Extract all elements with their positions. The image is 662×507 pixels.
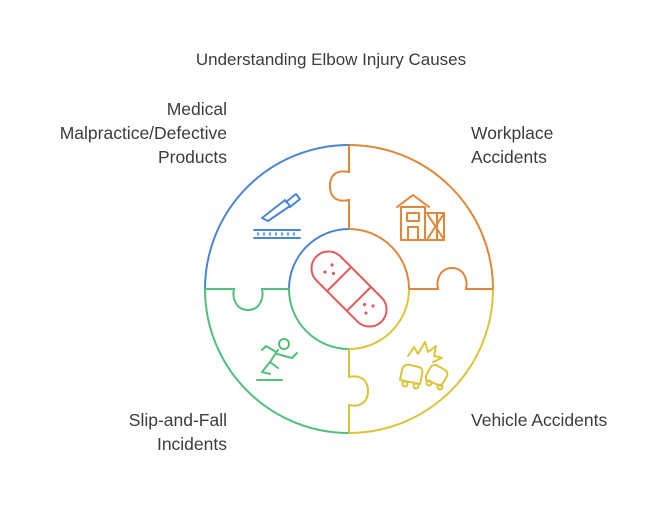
connector-top	[328, 145, 350, 229]
arc-slip	[204, 288, 350, 434]
diagram-title: Understanding Elbow Injury Causes	[195, 50, 467, 69]
label-vehicle: Vehicle Accidents	[471, 410, 608, 430]
inner-arc-slip	[288, 288, 350, 350]
label-medical: Medical Malpractice/Defective Products	[59, 99, 227, 167]
label-slip: Slip-and-Fall Incidents	[128, 410, 227, 454]
arc-vehicle	[348, 288, 494, 434]
connector-right	[409, 266, 493, 290]
inner-arc-workplace	[348, 228, 410, 290]
inner-arc-vehicle	[348, 288, 410, 350]
arc-medical	[204, 144, 350, 290]
scalpel-icon	[253, 193, 301, 239]
car-crash-icon	[399, 341, 449, 391]
construction-building-icon	[396, 194, 445, 241]
connector-left	[205, 288, 289, 312]
arc-workplace	[348, 144, 494, 290]
inner-arc-medical	[288, 228, 350, 290]
label-workplace: Workplace Accidents	[471, 123, 554, 167]
connector-bottom	[348, 349, 370, 433]
bandage-icon	[310, 250, 388, 328]
falling-person-icon	[256, 338, 298, 381]
